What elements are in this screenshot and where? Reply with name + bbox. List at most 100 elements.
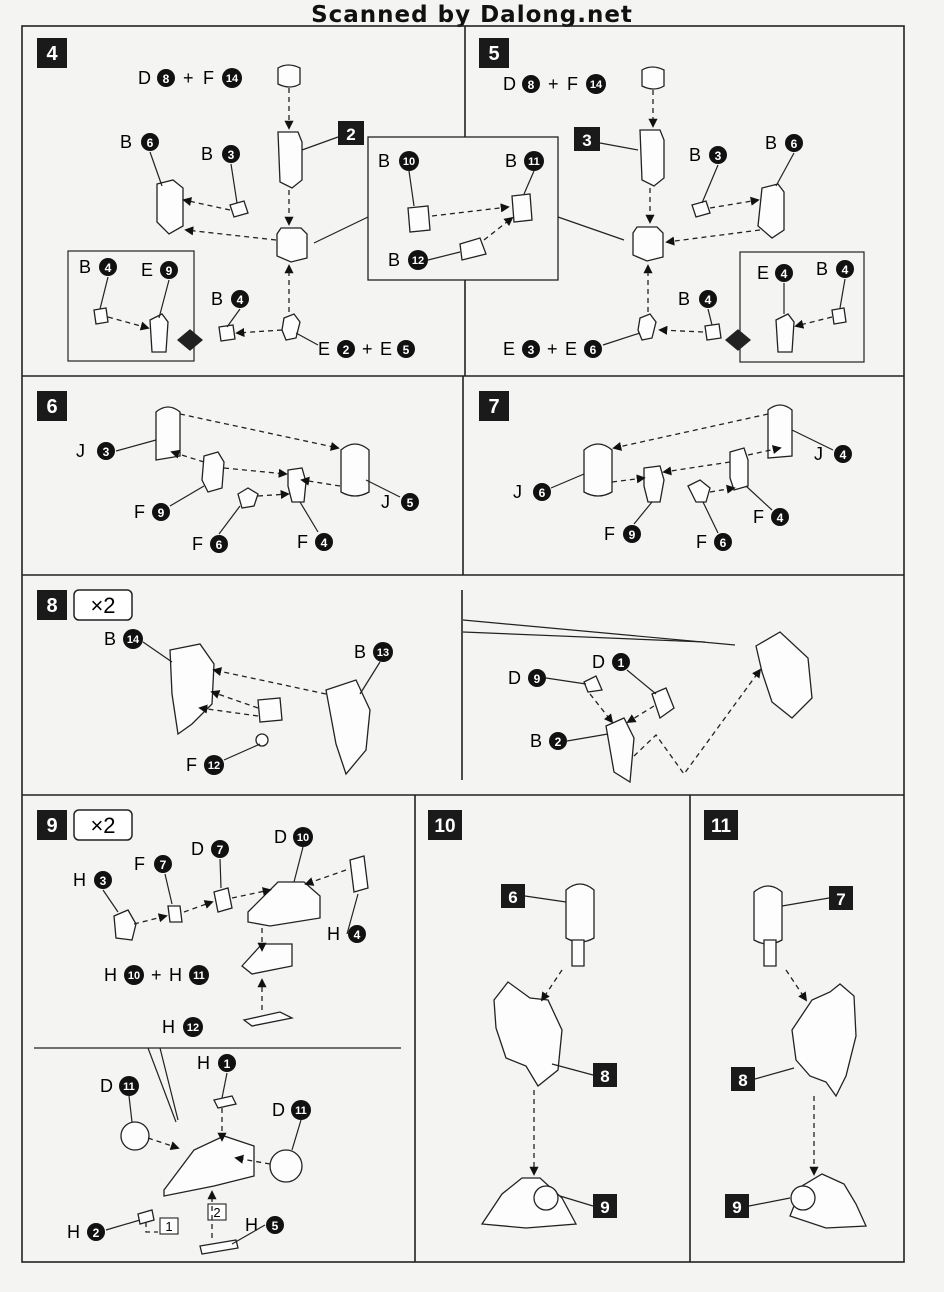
step-9-parts	[113, 855, 369, 1255]
svg-text:1: 1	[165, 1219, 172, 1234]
step-7-panel: 7 J 4 J 6 F 4 F 9 F 6	[479, 391, 852, 552]
svg-text:6: 6	[720, 536, 727, 550]
label-b2: B 2	[530, 731, 567, 751]
svg-text:8: 8	[600, 1067, 609, 1086]
step-5-inset-frame	[739, 251, 865, 363]
ref-box-2: 2	[338, 121, 364, 145]
svg-text:H: H	[197, 1053, 210, 1073]
label-b3-s5: B 3	[689, 145, 727, 165]
step-4-number-box: 4	[37, 38, 67, 68]
svg-text:13: 13	[377, 647, 389, 659]
svg-text:B: B	[201, 144, 213, 164]
svg-text:D: D	[274, 827, 287, 847]
svg-text:D: D	[508, 668, 521, 688]
label-h1: H 1	[197, 1053, 236, 1073]
svg-text:1: 1	[224, 1057, 231, 1071]
svg-text:4: 4	[842, 263, 849, 277]
step-9-number: 9	[46, 815, 57, 837]
detail-label-b12: B 12	[388, 250, 428, 270]
svg-text:+: +	[547, 339, 558, 359]
svg-text:11: 11	[193, 970, 205, 982]
ref-box-6: 6	[501, 884, 525, 908]
svg-text:F: F	[696, 532, 707, 552]
svg-text:4: 4	[321, 536, 328, 550]
label-h5: H 5	[245, 1215, 284, 1235]
detail-label-b10: B 10	[378, 151, 419, 171]
svg-text:E: E	[318, 339, 330, 359]
step-8-arrows	[198, 667, 762, 776]
step-11-parts	[753, 885, 867, 1229]
detail-callout: B 10 B 11 B 12	[313, 136, 625, 281]
step-8-parts	[169, 631, 813, 784]
label-d9: D 9	[508, 668, 546, 688]
label-h4: H 4	[327, 924, 366, 944]
label-j5: J 5	[381, 492, 419, 512]
step-4-leaders	[99, 136, 339, 346]
svg-text:B: B	[120, 132, 132, 152]
detail-label-b11: B 11	[505, 151, 544, 171]
svg-text:9: 9	[629, 528, 636, 542]
svg-text:2: 2	[343, 343, 350, 357]
svg-text:B: B	[79, 257, 91, 277]
svg-text:×2: ×2	[90, 593, 115, 618]
svg-text:B: B	[211, 289, 223, 309]
svg-text:B: B	[505, 151, 517, 171]
svg-text:4: 4	[237, 293, 244, 307]
step-11-number-box: 11	[704, 810, 738, 840]
svg-text:3: 3	[582, 131, 591, 150]
label-j3: J 3	[76, 441, 115, 461]
label-e2-e5: E 2 + E 5	[318, 339, 415, 359]
label-d1: D 1	[592, 652, 630, 672]
svg-text:B: B	[689, 145, 701, 165]
inset-label-b4: B 4	[79, 257, 117, 277]
step-5-number-box: 5	[479, 38, 509, 68]
svg-text:B: B	[816, 259, 828, 279]
svg-text:4: 4	[105, 261, 112, 275]
svg-text:3: 3	[103, 445, 110, 459]
step-6-number-box: 6	[37, 391, 67, 421]
label-d8-f14-s5: D 8 + F 14	[503, 74, 606, 94]
svg-text:J: J	[814, 444, 823, 464]
step-5-parts	[632, 66, 847, 353]
svg-text:2: 2	[346, 125, 355, 144]
label-f4: F 4	[297, 532, 333, 552]
step-4-arrows	[107, 88, 294, 338]
svg-text:9: 9	[158, 506, 165, 520]
svg-text:H: H	[169, 965, 182, 985]
label-f9: F 9	[134, 502, 170, 522]
svg-text:14: 14	[127, 634, 140, 646]
label-d11-left: D 11	[100, 1076, 139, 1096]
svg-text:5: 5	[272, 1219, 279, 1233]
step-5-number: 5	[488, 43, 499, 65]
svg-text:×2: ×2	[90, 813, 115, 838]
svg-text:D: D	[272, 1100, 285, 1120]
step-11-panel: 11 7 8 9	[704, 810, 867, 1229]
svg-text:4: 4	[781, 267, 788, 281]
svg-text:8: 8	[528, 78, 535, 92]
svg-text:F: F	[186, 755, 197, 775]
label-e3-e6: E 3 + E 6	[503, 339, 602, 359]
svg-text:F: F	[753, 507, 764, 527]
svg-text:B: B	[388, 250, 400, 270]
svg-text:9: 9	[534, 672, 541, 686]
svg-text:D: D	[100, 1076, 113, 1096]
svg-text:F: F	[567, 74, 578, 94]
svg-text:6: 6	[791, 137, 798, 151]
step-11-number: 11	[711, 816, 732, 837]
svg-text:D: D	[191, 839, 204, 859]
step-4-number: 4	[46, 43, 58, 65]
svg-text:J: J	[76, 441, 85, 461]
ref-box-9-s10: 9	[593, 1194, 617, 1218]
step-7-parts	[583, 404, 793, 503]
svg-text:H: H	[245, 1215, 258, 1235]
svg-text:+: +	[548, 74, 559, 94]
order-box-1: 1	[159, 1217, 179, 1235]
label-d7: D 7	[191, 839, 229, 859]
svg-text:3: 3	[228, 148, 235, 162]
inset-label-e4: E 4	[757, 263, 793, 283]
step-6-leaders	[115, 439, 401, 535]
svg-text:6: 6	[590, 343, 597, 357]
svg-text:E: E	[757, 263, 769, 283]
svg-text:2: 2	[93, 1226, 100, 1240]
